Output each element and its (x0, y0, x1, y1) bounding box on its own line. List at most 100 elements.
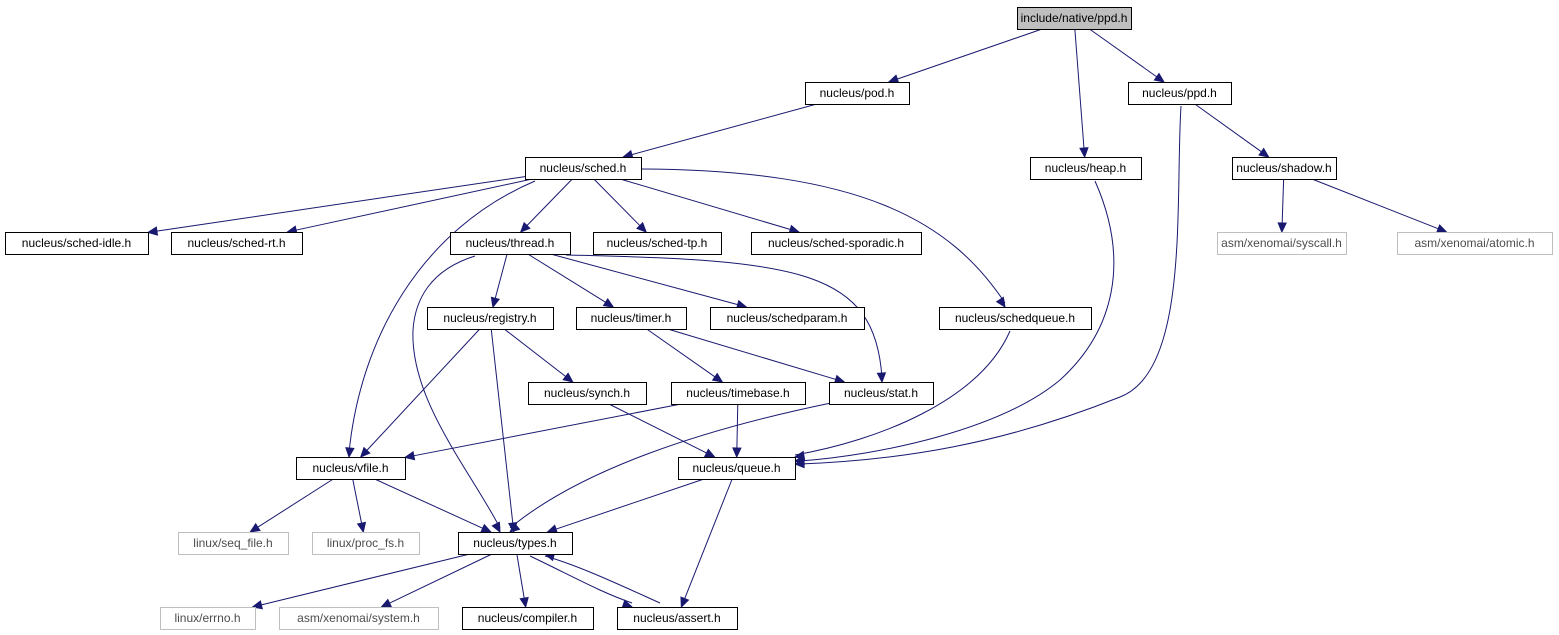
edge-thread-to-timer (527, 253, 615, 308)
node-box (160, 607, 256, 630)
node-box (576, 307, 687, 330)
node-label: nucleus/registry.h (443, 311, 536, 325)
node-box (751, 232, 922, 255)
node-errno: linux/errno.h (160, 607, 256, 630)
edge-types-to-errno (251, 553, 471, 610)
edge-timer-to-timebase (646, 328, 724, 383)
arrowhead-icon (732, 447, 742, 459)
node-thread[interactable]: nucleus/thread.h (450, 232, 571, 255)
edge-sched-to-vfile (345, 180, 536, 459)
node-stat[interactable]: nucleus/stat.h (829, 382, 934, 405)
node-label: nucleus/shadow.h (1236, 161, 1331, 175)
edge-sched-to-sched_sporadic (619, 178, 801, 234)
node-label: nucleus/timebase.h (686, 386, 789, 400)
node-ppd[interactable]: nucleus/ppd.h (1128, 82, 1232, 105)
node-label: nucleus/sched-sporadic.h (768, 236, 904, 250)
node-seq-file: linux/seq_file.h (178, 532, 289, 555)
edge-thread-to-registry (490, 253, 508, 309)
node-schedparam[interactable]: nucleus/schedparam.h (710, 307, 865, 330)
node-schedqueue[interactable]: nucleus/schedqueue.h (939, 307, 1092, 330)
edge-stat-to-types (509, 402, 832, 533)
node-box (462, 607, 594, 630)
edge-types-to-compiler (516, 553, 529, 609)
edge-registry-to-types (490, 328, 518, 534)
arrowhead-icon (703, 448, 716, 458)
edge-shadow-to-syscall (1277, 178, 1287, 234)
edge-sched-to-thread (519, 178, 573, 233)
edge-types-to-system (380, 553, 493, 608)
node-pod[interactable]: nucleus/pod.h (805, 82, 910, 105)
edge-types-to-assert (529, 555, 634, 609)
node-label: nucleus/types.h (473, 536, 556, 550)
edge-vfile-to-types (374, 478, 492, 533)
node-box (312, 532, 420, 555)
arrowhead-icon (519, 221, 531, 233)
arrowhead-icon (887, 74, 900, 84)
arrowhead-icon (546, 524, 559, 534)
arrowhead-icon (793, 450, 806, 461)
node-compiler[interactable]: nucleus/compiler.h (462, 607, 594, 630)
edge-assert-to-types (543, 552, 661, 604)
node-timer[interactable]: nucleus/timer.h (576, 307, 687, 330)
arrowhead-icon (251, 600, 263, 610)
edge-queue-to-assert (680, 478, 733, 609)
edge-queue-to-types (546, 478, 705, 534)
node-box (593, 232, 722, 255)
node-label: nucleus/queue.h (692, 461, 780, 475)
node-label: linux/errno.h (174, 611, 240, 625)
node-box (171, 232, 303, 255)
node-sched-sporadic[interactable]: nucleus/sched-sporadic.h (751, 232, 922, 255)
node-synch[interactable]: nucleus/synch.h (528, 382, 647, 405)
arrowhead-icon (519, 596, 529, 609)
arrowhead-icon (345, 447, 355, 459)
node-types[interactable]: nucleus/types.h (458, 532, 573, 555)
node-label: nucleus/stat.h (844, 386, 918, 400)
arrowhead-icon (1435, 224, 1448, 233)
node-box (1128, 82, 1232, 105)
node-box (279, 607, 439, 630)
node-sched[interactable]: nucleus/sched.h (525, 157, 642, 180)
node-timebase[interactable]: nucleus/timebase.h (671, 382, 806, 405)
arrowhead-icon (359, 446, 371, 458)
node-box (805, 82, 910, 105)
node-box (617, 607, 738, 630)
node-native-ppd[interactable]: include/native/ppd.h (1017, 7, 1132, 30)
node-proc-fs: linux/proc_fs.h (312, 532, 420, 555)
node-sched-tp[interactable]: nucleus/sched-tp.h (593, 232, 722, 255)
edge-synch-to-queue (608, 403, 716, 458)
node-box (829, 382, 934, 405)
edge-vfile-to-seq_file (249, 478, 334, 533)
edge-native_ppd-to-ppd (1089, 28, 1166, 83)
edge-thread-to-schedparam (550, 253, 748, 310)
edge-native_ppd-to-heap (1074, 28, 1089, 159)
node-sched-idle[interactable]: nucleus/sched-idle.h (5, 232, 149, 255)
arrowhead-icon (403, 450, 416, 461)
node-label: nucleus/assert.h (633, 611, 720, 625)
node-heap[interactable]: nucleus/heap.h (1030, 157, 1142, 180)
node-box (1030, 157, 1142, 180)
node-label: nucleus/synch.h (544, 386, 630, 400)
arrowhead-icon (711, 372, 724, 383)
node-queue[interactable]: nucleus/queue.h (678, 457, 796, 480)
edge-sched-to-sched_tp (593, 178, 648, 233)
node-sched-rt[interactable]: nucleus/sched-rt.h (171, 232, 303, 255)
edge-timebase-to-vfile (403, 403, 682, 461)
arrowhead-icon (995, 296, 1006, 309)
edge-registry-to-synch (503, 328, 574, 383)
arrowhead-icon (1277, 222, 1287, 234)
node-label: nucleus/sched-rt.h (187, 236, 285, 250)
node-box (178, 532, 289, 555)
node-label: nucleus/compiler.h (478, 611, 577, 625)
node-shadow[interactable]: nucleus/shadow.h (1232, 157, 1337, 180)
node-label: nucleus/sched-idle.h (22, 236, 131, 250)
node-registry[interactable]: nucleus/registry.h (427, 307, 554, 330)
arrowhead-icon (602, 297, 615, 308)
node-box (671, 382, 806, 405)
arrowhead-icon (249, 522, 261, 533)
node-box (525, 157, 642, 180)
node-label: nucleus/vfile.h (312, 461, 388, 475)
node-assert[interactable]: nucleus/assert.h (617, 607, 738, 630)
node-box (710, 307, 865, 330)
node-vfile[interactable]: nucleus/vfile.h (296, 457, 406, 480)
node-label: asm/xenomai/system.h (297, 611, 420, 625)
